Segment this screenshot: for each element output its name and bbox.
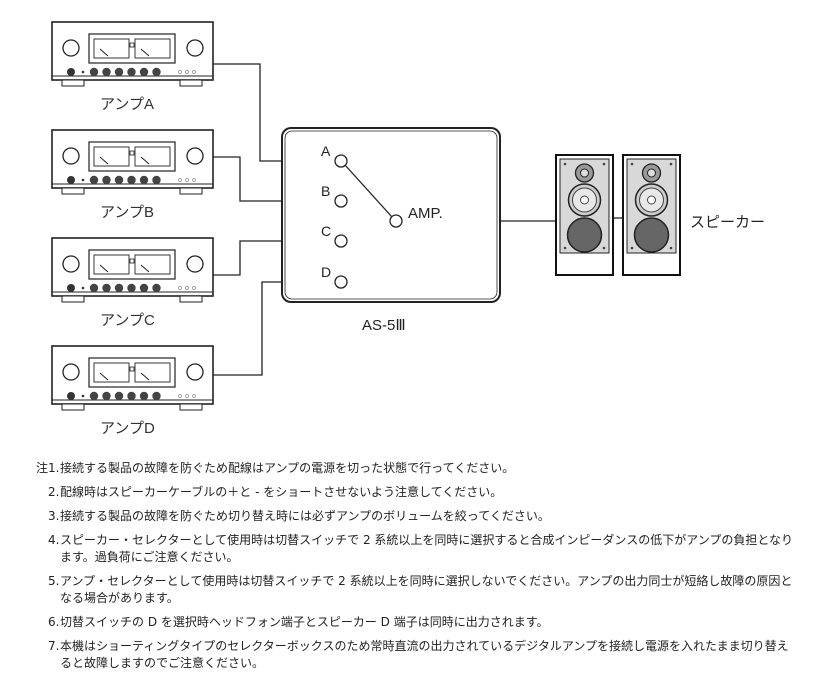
note-number: 1. [48,461,60,475]
control-knob-icon [114,175,124,185]
control-knob-icon [139,391,149,401]
input-label: B [321,183,330,199]
control-knob-icon [152,67,161,77]
input-label: C [321,223,331,239]
input-terminal-b [334,194,348,208]
control-knob-icon [127,391,136,401]
control-knob-icon [89,391,99,401]
woofer-icon [633,217,670,253]
note-text: 切替スイッチの D を選択時ヘッドフォン端子とスピーカー D 端子は同時に出力さ… [60,615,549,629]
knob-icon [186,39,204,57]
note-number: 6. [48,615,60,629]
input-terminal-c [334,234,348,248]
control-knob-icon [139,175,149,185]
input-terminal-a [334,154,348,168]
control-knob-icon [114,283,124,293]
note-number: 7. [48,639,60,653]
woofer-icon [566,217,603,253]
knob-icon [186,147,204,165]
note-number: 3. [48,509,60,523]
note-item: 3.接続する製品の故障を防ぐため切り替え時には必ずアンプのボリュームを絞ってくだ… [38,508,798,525]
control-knob-icon [89,175,99,185]
input-label: D [321,264,331,280]
control-knob-icon [114,391,124,401]
amplifier-label: アンプC [100,312,155,329]
knob-icon [62,255,80,273]
note-text: アンプ・セレクターとして使用時は切替スイッチで 2 系統以上を同時に選択しないで… [60,574,793,605]
note-item: 6.切替スイッチの D を選択時ヘッドフォン端子とスピーカー D 端子は同時に出… [38,614,798,631]
control-knob-icon [127,283,136,293]
amplifier-d: アンプD [51,345,214,437]
amplifier-b: アンプB [51,129,214,221]
selector-model: AS-5Ⅲ [362,317,406,334]
selector-box: A B C D AMP. AS-5Ⅲ [281,127,501,334]
control-knob-icon [127,67,136,77]
amplifier-a: アンプA [51,21,214,113]
speaker-label: スピーカー [690,214,765,231]
note-item: 4.スピーカー・セレクターとして使用時は切替スイッチで 2 系統以上を同時に選択… [38,532,798,566]
amplifier-c: アンプC [51,237,214,329]
note-item: 5.アンプ・セレクターとして使用時は切替スイッチで 2 系統以上を同時に選択しな… [38,573,798,607]
control-knob-icon [114,67,124,77]
note-text: スピーカー・セレクターとして使用時は切替スイッチで 2 系統以上を同時に選択する… [60,533,793,564]
knob-icon [186,363,204,381]
note-item: 2.配線時はスピーカーケーブルの＋と - をショートさせないよう注意してください… [38,484,798,501]
note-text: 配線時はスピーカーケーブルの＋と - をショートさせないよう注意してください。 [60,485,503,499]
note-number: 2. [48,485,60,499]
knob-icon [62,39,80,57]
note-number: 4. [48,533,60,547]
note-number: 5. [48,574,60,588]
note-prefix: 注 [36,461,49,475]
control-knob-icon [89,283,99,293]
control-knob-icon [102,67,111,77]
note-item: 7.本機はショーティングタイプのセレクターボックスのため常時直流の出力されている… [38,638,798,672]
amplifier-label: アンプA [100,96,154,113]
control-knob-icon [152,283,161,293]
knob-icon [62,363,80,381]
control-knob-icon [127,175,136,185]
switch-lever [344,164,393,218]
amp-terminal [389,214,403,228]
note-text: 接続する製品の故障を防ぐため切り替え時には必ずアンプのボリュームを絞ってください… [60,509,550,523]
control-knob-icon [139,283,149,293]
control-knob-icon [102,175,111,185]
speaker-2 [622,154,681,276]
amplifier-label: アンプB [100,204,154,221]
control-knob-icon [152,391,161,401]
input-terminal-d [334,275,348,289]
control-knob-icon [139,67,149,77]
note-text: 本機はショーティングタイプのセレクターボックスのため常時直流の出力されているデジ… [60,639,789,670]
knob-icon [186,255,204,273]
control-knob-icon [89,67,99,77]
knob-icon [62,147,80,165]
note-text: 接続する製品の故障を防ぐため配線はアンプの電源を切った状態で行ってください。 [60,461,515,475]
control-knob-icon [102,391,111,401]
control-knob-icon [152,175,161,185]
amplifier-label: アンプD [100,420,155,437]
control-knob-icon [102,283,111,293]
input-label: A [321,143,331,159]
speaker-1 [555,154,614,276]
amp-output-label: AMP. [408,205,443,222]
connection-diagram: アンプA アンプB アンプC アンプD A B C D AMP. AS-5Ⅲ スピーカー [51,21,765,437]
